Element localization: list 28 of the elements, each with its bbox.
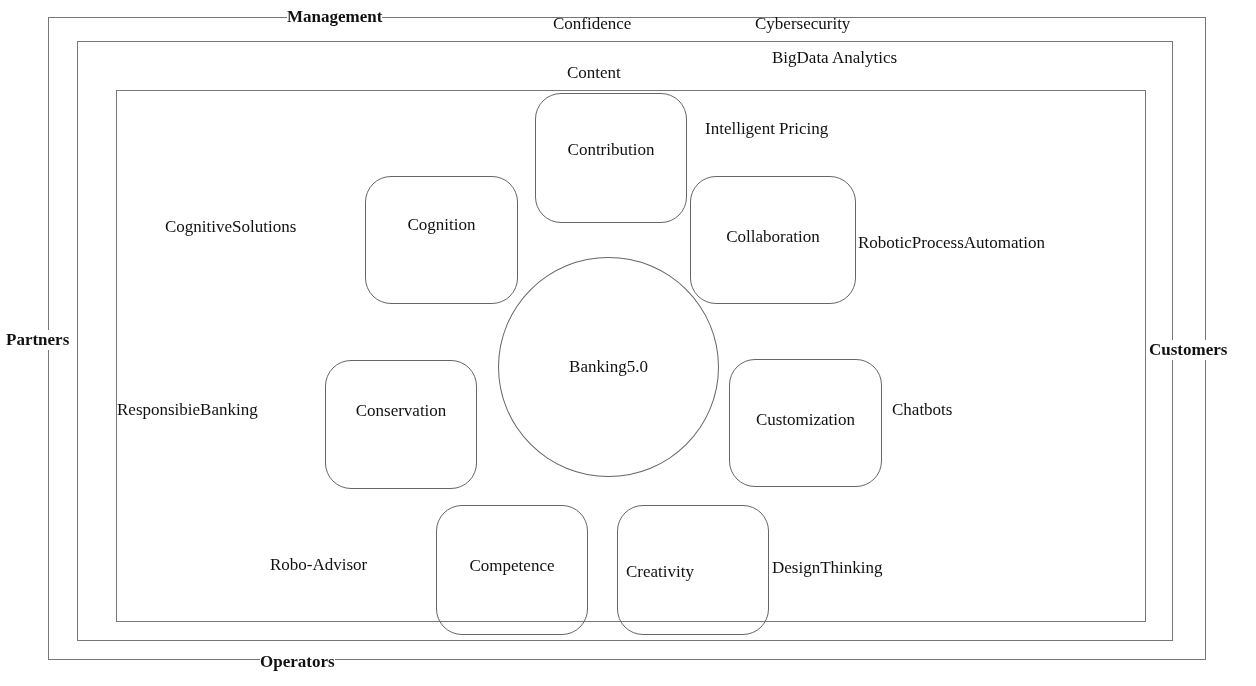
label-text: Robo-Advisor [270, 555, 368, 575]
label-text: Customers [1149, 340, 1228, 360]
rounded-box [535, 93, 687, 223]
node-text: Competence [469, 556, 555, 576]
label-text: Cybersecurity [755, 14, 851, 34]
label-text: Partners [6, 330, 70, 350]
label-text: Confidence [553, 14, 632, 34]
rounded-box [436, 505, 588, 635]
rounded-box [617, 505, 769, 635]
rounded-box [729, 359, 882, 487]
label-text: Content [567, 63, 621, 83]
node-text: Customization [755, 410, 856, 430]
label-text: CognitiveSolutions [165, 217, 297, 237]
label-text: RoboticProcessAutomation [858, 233, 1045, 253]
node-text: Conservation [355, 401, 447, 421]
label-text: Chatbots [892, 400, 953, 420]
label-text: Intelligent Pricing [705, 119, 829, 139]
rounded-box [325, 360, 477, 489]
node-text: Banking5.0 [569, 357, 648, 377]
rounded-box [690, 176, 856, 304]
node-text: Collaboration [726, 227, 820, 247]
node-text: Contribution [567, 140, 655, 160]
label-text: BigData Analytics [772, 48, 898, 68]
node-text: Cognition [407, 215, 476, 235]
node-text: Creativity [626, 562, 694, 582]
label-text: ResponsibieBanking [117, 400, 258, 420]
label-text: DesignThinking [772, 558, 883, 578]
rounded-box [365, 176, 518, 304]
